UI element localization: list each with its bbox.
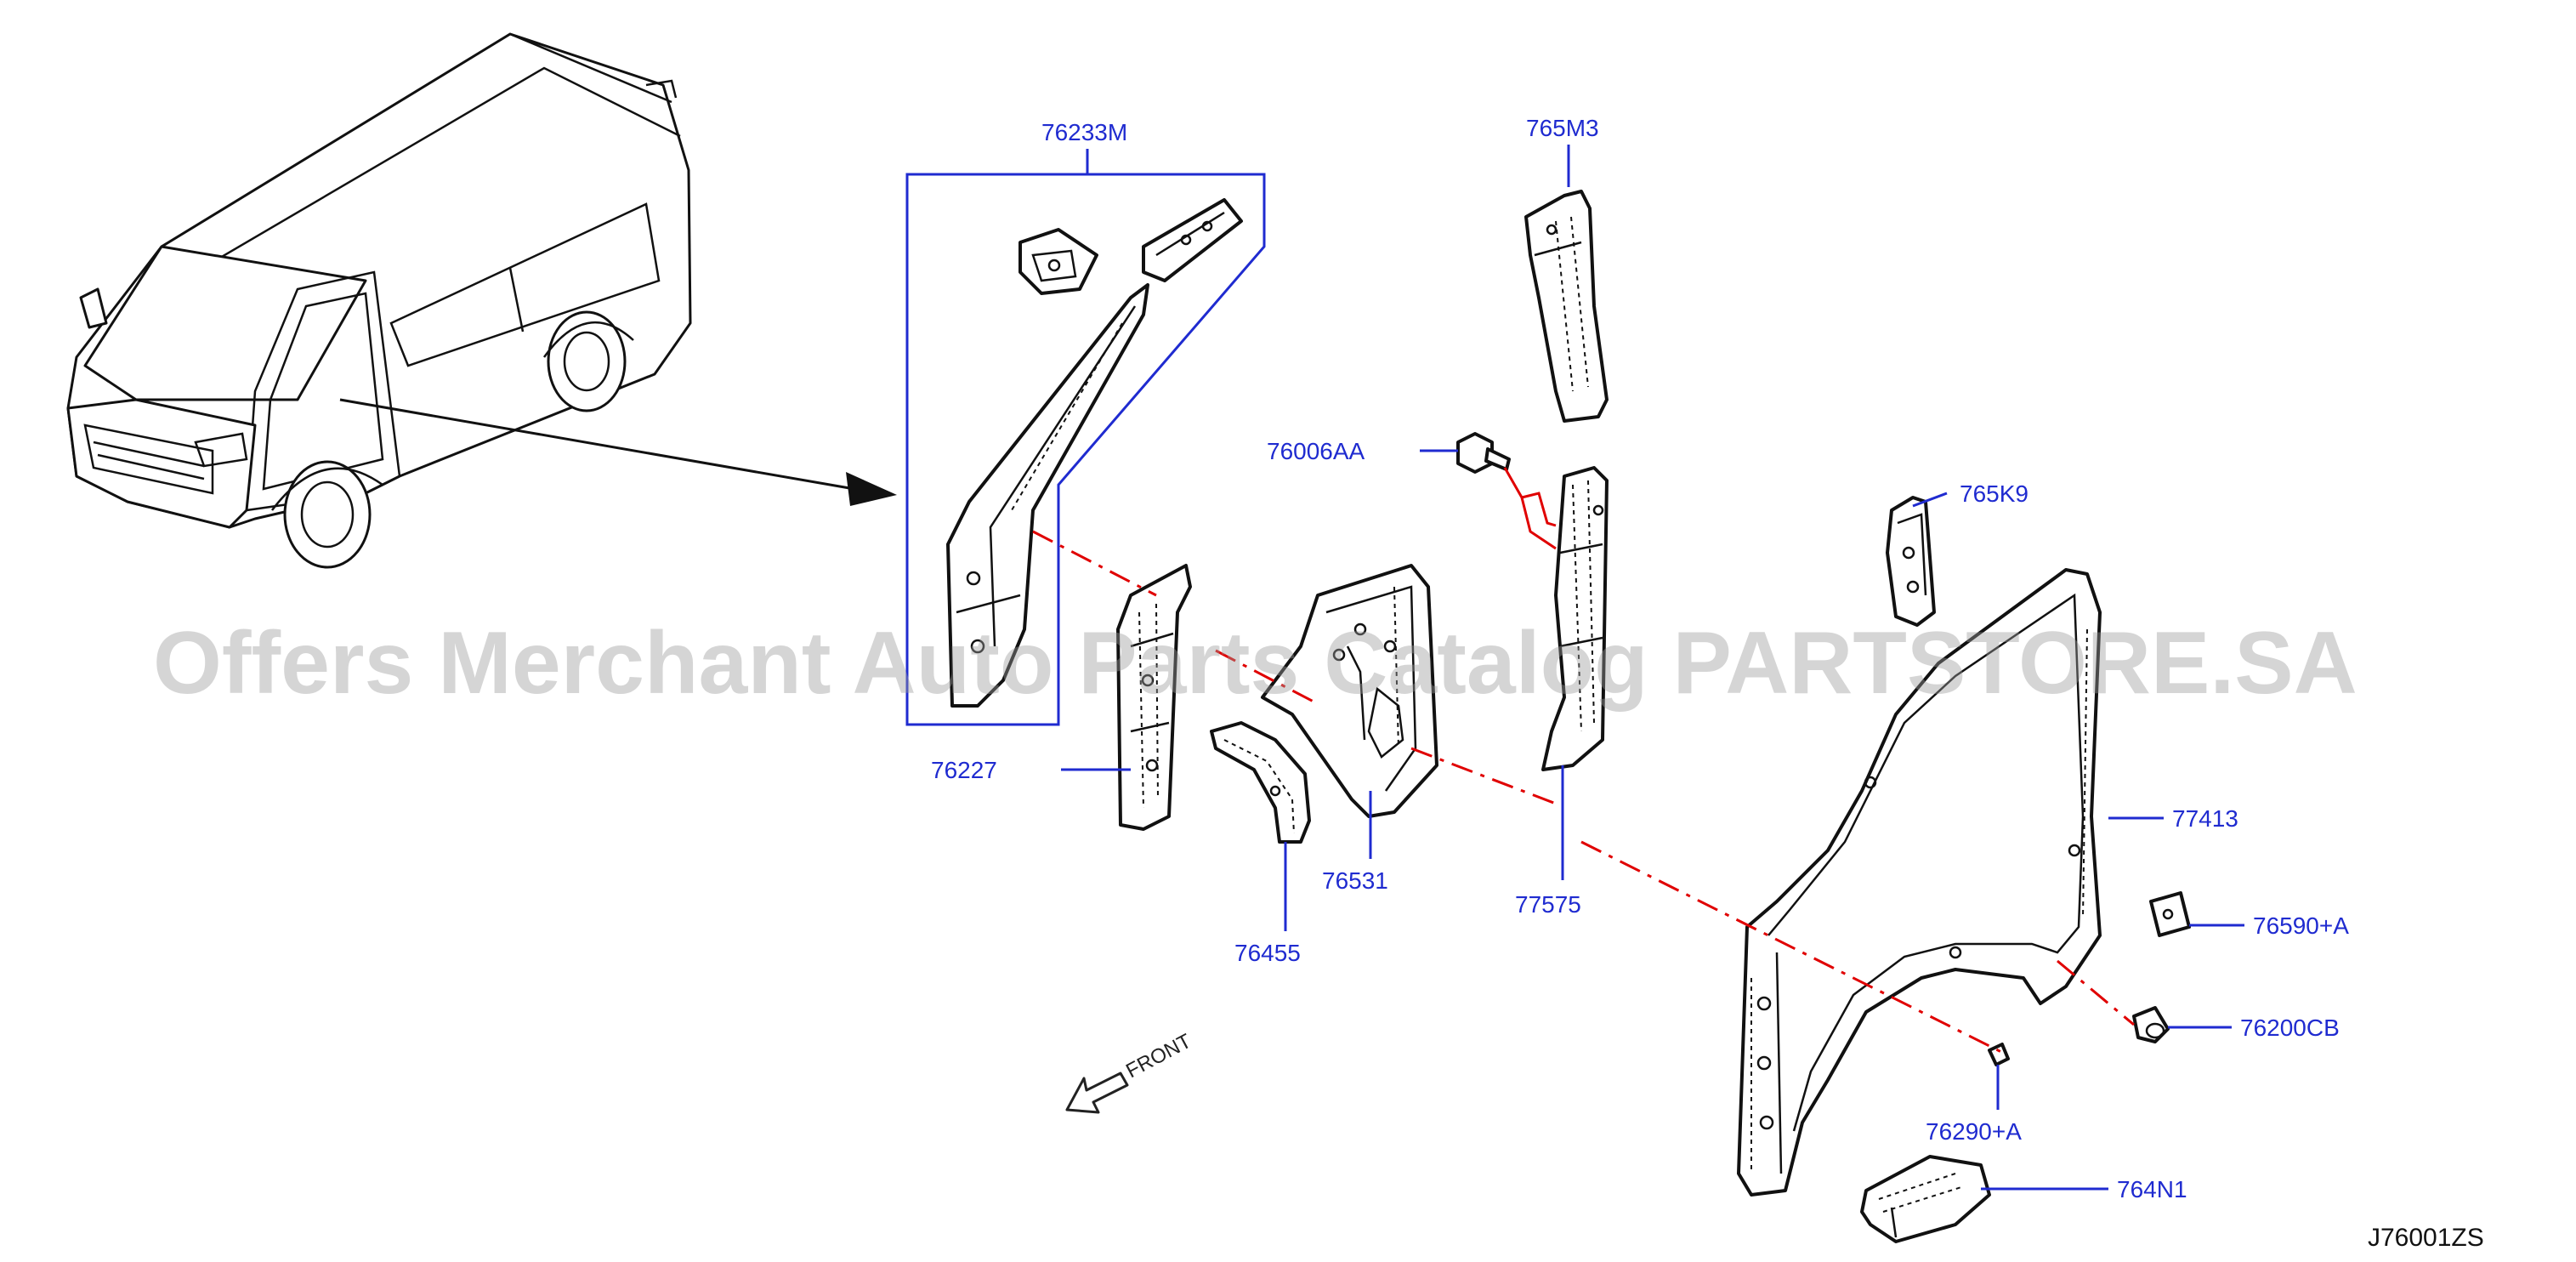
watermark-text: Offers Merchant Auto Parts Catalog PARTS… bbox=[153, 614, 2358, 713]
part-76290a-illustration bbox=[1988, 1043, 2010, 1066]
label-76290a[interactable]: 76290+A bbox=[1926, 1118, 2022, 1145]
label-76233m[interactable]: 76233M bbox=[1041, 119, 1127, 145]
label-76200cb[interactable]: 76200CB bbox=[2240, 1015, 2340, 1041]
part-764n1-illustration bbox=[1860, 1155, 1991, 1243]
part-765k9-illustration bbox=[1886, 496, 1936, 627]
alignment-centerlines bbox=[1032, 530, 2135, 1056]
part-76531-illustration bbox=[1261, 564, 1438, 818]
part-76227-illustration bbox=[1116, 564, 1192, 831]
part-76455-illustration bbox=[1210, 721, 1311, 844]
part-77575-illustration bbox=[1541, 466, 1609, 771]
label-765k9[interactable]: 765K9 bbox=[1960, 480, 2028, 507]
label-76590a[interactable]: 76590+A bbox=[2253, 912, 2349, 939]
part-76006aa-illustration bbox=[1456, 432, 1557, 550]
label-764n1[interactable]: 764N1 bbox=[2117, 1176, 2187, 1202]
label-76227[interactable]: 76227 bbox=[931, 757, 997, 783]
label-77413[interactable]: 77413 bbox=[2172, 805, 2238, 832]
part-76233m-illustration bbox=[946, 198, 1243, 708]
van-overview-illustration bbox=[66, 32, 692, 569]
leader-lines bbox=[1061, 145, 2244, 1191]
label-76006aa[interactable]: 76006AA bbox=[1267, 438, 1365, 464]
front-label: FRONT bbox=[1122, 1029, 1195, 1083]
group-box-76233m bbox=[905, 149, 1266, 726]
front-arrow-icon bbox=[1065, 1072, 1129, 1114]
label-76455[interactable]: 76455 bbox=[1234, 940, 1301, 966]
part-76590a-illustration bbox=[2149, 891, 2191, 937]
part-765m3-illustration bbox=[1524, 190, 1609, 423]
part-76200cb-illustration bbox=[2132, 1006, 2170, 1043]
diagram-code: J76001ZS bbox=[2368, 1224, 2484, 1252]
part-labels: 76233M 765M3 76006AA 765K9 76227 76531 7… bbox=[931, 115, 2349, 1202]
front-direction-indicator: FRONT bbox=[1065, 1029, 1195, 1114]
callout-arrow bbox=[339, 398, 897, 506]
label-77575[interactable]: 77575 bbox=[1515, 891, 1581, 918]
part-77413-illustration bbox=[1737, 568, 2102, 1197]
label-765m3[interactable]: 765M3 bbox=[1526, 115, 1599, 141]
label-76531[interactable]: 76531 bbox=[1322, 867, 1388, 894]
